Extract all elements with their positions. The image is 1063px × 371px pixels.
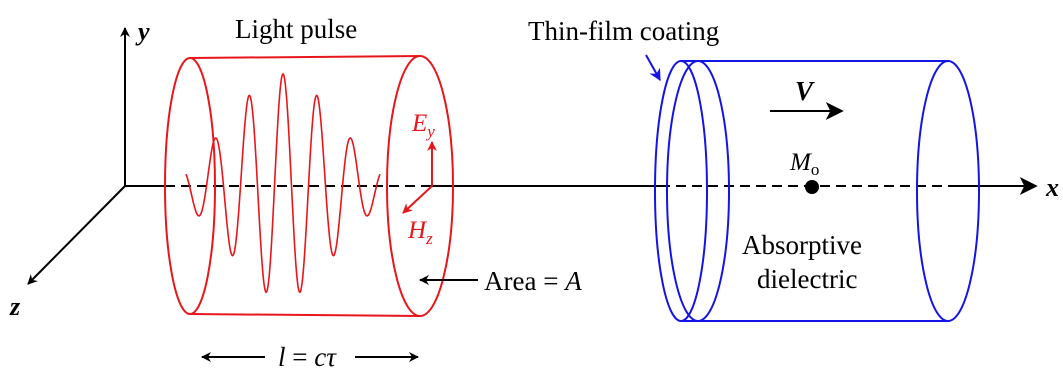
velocity-label: V bbox=[795, 76, 815, 106]
pulse-bottom-edge bbox=[189, 313, 421, 317]
x-axis-label: x bbox=[1045, 173, 1059, 202]
mass-label: Mo bbox=[789, 149, 819, 179]
mass-main: M bbox=[789, 149, 812, 176]
z-axis-label: z bbox=[9, 292, 21, 321]
light-pulse-cylinder bbox=[164, 55, 454, 317]
length-label: l = cτ bbox=[278, 342, 337, 371]
y-axis-label: y bbox=[135, 17, 150, 46]
length-tau: τ bbox=[326, 342, 337, 371]
e-field-sub: y bbox=[425, 122, 435, 141]
pulse-waveform bbox=[185, 72, 381, 294]
length-eq: = bbox=[286, 342, 315, 371]
h-field-label: Hz bbox=[407, 217, 433, 248]
h-field-main: H bbox=[407, 217, 428, 244]
e-field-main: E bbox=[411, 110, 427, 137]
area-text: Area = bbox=[484, 266, 565, 296]
dielectric-front-ellipse bbox=[947, 60, 980, 322]
absorptive-line1: Absorptive bbox=[742, 230, 862, 260]
area-symbol: A bbox=[563, 266, 582, 296]
area-label: Area = A bbox=[484, 266, 582, 296]
light-pulse-label: Light pulse bbox=[235, 14, 357, 44]
mass-sub: o bbox=[811, 160, 820, 179]
pulse-top-edge bbox=[189, 55, 421, 59]
dielectric-back-ellipse bbox=[666, 60, 730, 322]
h-field-sub: z bbox=[425, 229, 433, 248]
dielectric-front-ellipse-left bbox=[916, 60, 949, 322]
mass-point bbox=[805, 180, 819, 194]
h-field-arrow bbox=[402, 185, 433, 214]
e-field-label: Ey bbox=[411, 110, 435, 141]
coating-pointer-arrow bbox=[645, 54, 661, 82]
thin-film-label: Thin-film coating bbox=[528, 16, 719, 46]
length-l: l bbox=[278, 342, 286, 371]
dielectric-cylinder bbox=[654, 60, 980, 322]
z-axis-line bbox=[27, 185, 126, 285]
coating-back-ellipse bbox=[654, 60, 708, 322]
absorptive-line2: dielectric bbox=[757, 264, 857, 294]
length-c: c bbox=[314, 342, 326, 371]
